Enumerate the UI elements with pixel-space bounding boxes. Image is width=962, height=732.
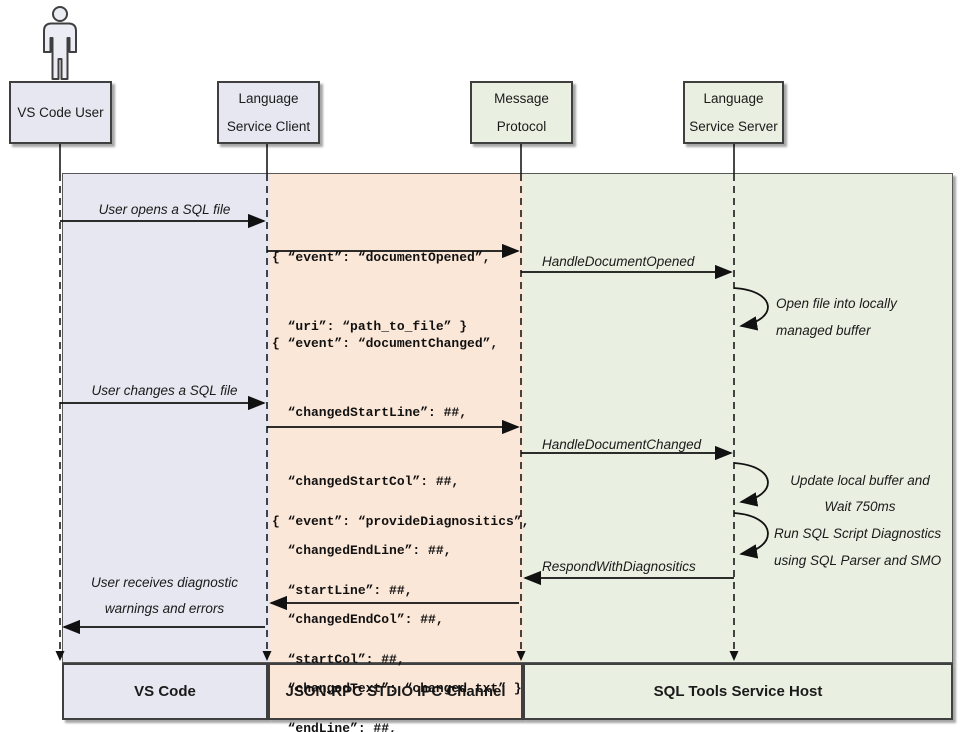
payload-line: “startCol”: ##, [272,652,405,667]
payload-line: { “event”: “documentOpened”, [272,250,491,265]
payload-line: “changedEndLine”: ##, [272,543,452,558]
lane-vscode [63,174,269,662]
payload-document-opened: { “event”: “documentOpened”, “uri”: “pat… [272,200,490,384]
payload-line: “changedText”: “changed txt” } [272,681,522,696]
payload-line: “uri”: “path_to_file” } [272,319,468,334]
payload-provide-diagnostics: { “event”: “provideDiagnositics”, “start… [272,464,529,732]
footer-box-ipc-channel: JSON-RPC STDIO IPC Channel [268,663,523,720]
label-respond-with-diagnostics: RespondWithDiagnositics [542,559,696,574]
actor-box-vscode-user: VS Code User [9,81,112,144]
footer-box-vscode: VS Code [62,663,268,720]
lane-ipc-channel [269,174,524,662]
payload-line: { “event”: “provideDiagnositics”, [272,514,530,529]
payload-line: “changedEndCol”: ##, [272,612,444,627]
label-open-file: User opens a SQL file [98,202,231,217]
label-handle-document-changed: HandleDocumentChanged [542,437,702,452]
note-update-buffer: Update local buffer and Wait 750ms [790,473,930,514]
payload-line: “changedStartCol”: ##, [272,474,460,489]
label-change-file: User changes a SQL file [91,383,238,398]
swim-lanes [62,173,953,663]
actor-box-language-service-server: Language Service Server [683,81,784,144]
payload-line: { “event”: “documentChanged”, [272,336,499,351]
person-icon [43,6,77,80]
payload-document-changed: { “event”: “documentChanged”, “changedSt… [272,286,522,732]
actor-box-message-protocol: Message Protocol [470,81,573,144]
actor-box-language-service-client: Language Service Client [217,81,320,144]
lane-service-host [524,174,952,662]
label-handle-document-opened: HandleDocumentOpened [542,254,695,269]
payload-line: “endLine”: ##, [272,721,397,732]
payload-line: “startLine”: ##, [272,583,413,598]
note-run-diagnostics: Run SQL Script Diagnostics using SQL Par… [774,526,942,568]
label-receive-diagnostics: User receives diagnostic warnings and er… [90,575,239,616]
payload-line: “changedStartLine”: ##, [272,405,468,420]
note-open-buffer: Open file into locally managed buffer [776,296,897,338]
footer-box-service-host: SQL Tools Service Host [523,663,953,720]
